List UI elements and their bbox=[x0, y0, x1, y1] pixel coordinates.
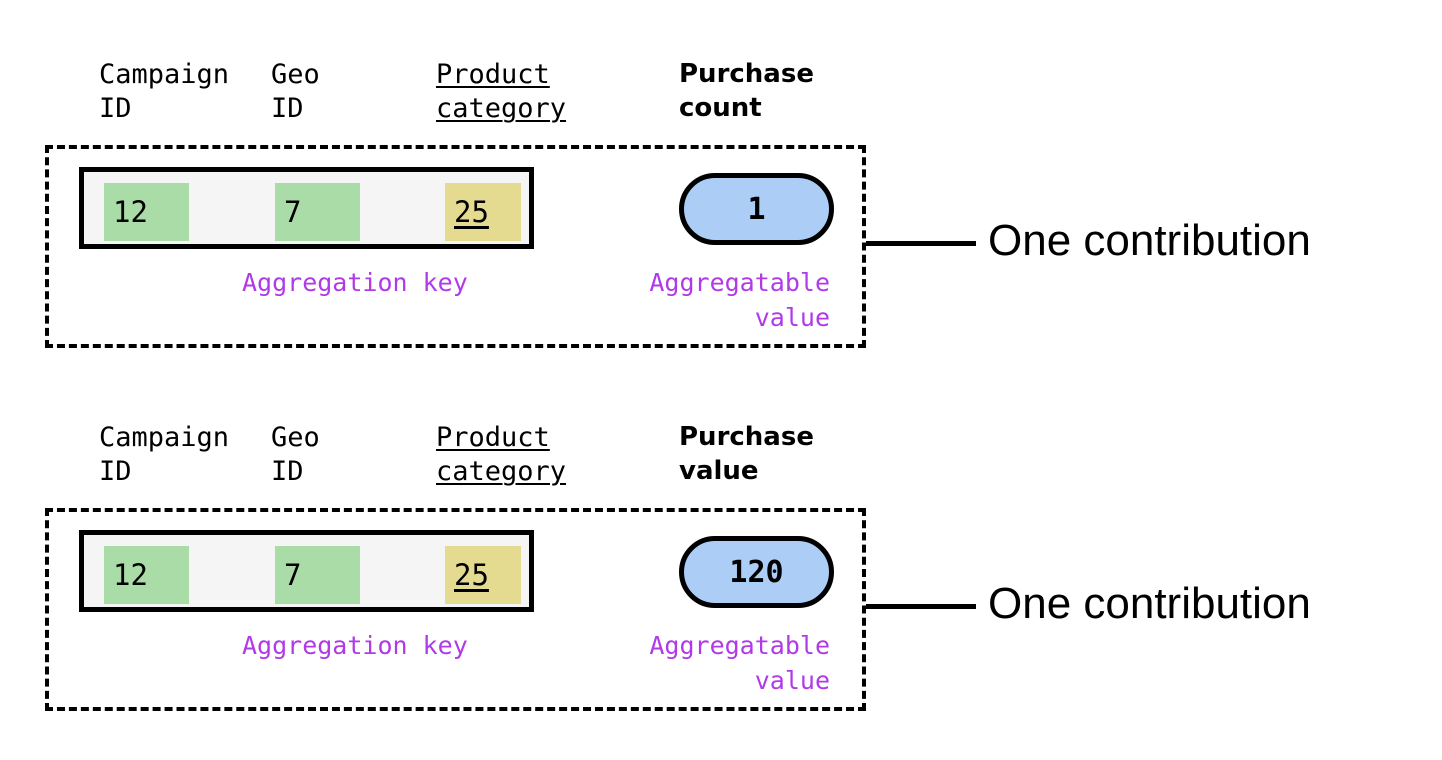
column-header-campaign-id-line1: Campaign bbox=[99, 59, 230, 90]
column-header-campaign-id-line2: ID bbox=[99, 456, 132, 487]
contribution-dashed-container bbox=[45, 508, 866, 711]
aggregatable-value-label: Aggregatable value bbox=[588, 628, 830, 698]
column-header-campaign-id-line1: Campaign bbox=[99, 422, 230, 453]
aggregation-key-box: 12 7 25 bbox=[79, 167, 534, 249]
key-cell-geo-id: 7 bbox=[275, 183, 360, 241]
aggregation-key-box: 12 7 25 bbox=[79, 530, 534, 612]
value-header-line1: Purchase bbox=[679, 422, 814, 452]
key-cell-geo-id-text: 7 bbox=[284, 557, 302, 592]
column-header-geo-id-line2: ID bbox=[271, 93, 304, 124]
aggregatable-value-pill-text: 1 bbox=[747, 191, 766, 227]
key-cell-product-category-text: 25 bbox=[454, 194, 489, 229]
column-header-geo-id-line1: Geo bbox=[271, 422, 320, 453]
contribution-dashed-container bbox=[45, 145, 866, 348]
column-header-geo-id-line1: Geo bbox=[271, 59, 320, 90]
column-header-product-category-line2: category bbox=[436, 93, 567, 124]
value-header-line1: Purchase bbox=[679, 59, 814, 89]
aggregatable-value-label-line1: Aggregatable bbox=[649, 631, 830, 660]
key-cell-campaign-id: 12 bbox=[104, 546, 189, 604]
key-cell-campaign-id-text: 12 bbox=[113, 557, 148, 592]
value-header-purchase-value: Purchase value bbox=[679, 420, 814, 488]
callout-one-contribution: One contribution bbox=[988, 216, 1311, 265]
aggregatable-value-label-line2: value bbox=[754, 303, 830, 332]
key-cell-campaign-id-text: 12 bbox=[113, 194, 148, 229]
value-header-purchase-count: Purchase count bbox=[679, 57, 814, 125]
callout-one-contribution: One contribution bbox=[988, 579, 1311, 628]
aggregatable-value-pill: 120 bbox=[679, 536, 834, 608]
key-cell-campaign-id: 12 bbox=[104, 183, 189, 241]
aggregatable-value-label-line2: value bbox=[754, 666, 830, 695]
column-header-geo-id-line2: ID bbox=[271, 456, 304, 487]
column-header-product-category-line2: category bbox=[436, 456, 567, 487]
aggregatable-value-pill: 1 bbox=[679, 173, 834, 245]
value-header-line2: count bbox=[679, 93, 762, 123]
key-cell-product-category: 25 bbox=[445, 183, 521, 241]
key-cell-product-category: 25 bbox=[445, 546, 521, 604]
column-header-campaign-id-line2: ID bbox=[99, 93, 132, 124]
callout-leader-line bbox=[866, 241, 976, 246]
column-header-product-category-line1: Product bbox=[436, 422, 550, 453]
aggregation-key-label: Aggregation key bbox=[242, 631, 468, 660]
key-cell-geo-id-text: 7 bbox=[284, 194, 302, 229]
value-header-line2: value bbox=[679, 456, 759, 486]
key-cell-geo-id: 7 bbox=[275, 546, 360, 604]
aggregatable-value-pill-text: 120 bbox=[729, 554, 784, 590]
callout-leader-line bbox=[866, 604, 976, 609]
column-header-product-category-line1: Product bbox=[436, 59, 550, 90]
key-cell-product-category-text: 25 bbox=[454, 557, 489, 592]
aggregatable-value-label-line1: Aggregatable bbox=[649, 268, 830, 297]
aggregatable-value-label: Aggregatable value bbox=[588, 265, 830, 335]
aggregation-key-label: Aggregation key bbox=[242, 268, 468, 297]
